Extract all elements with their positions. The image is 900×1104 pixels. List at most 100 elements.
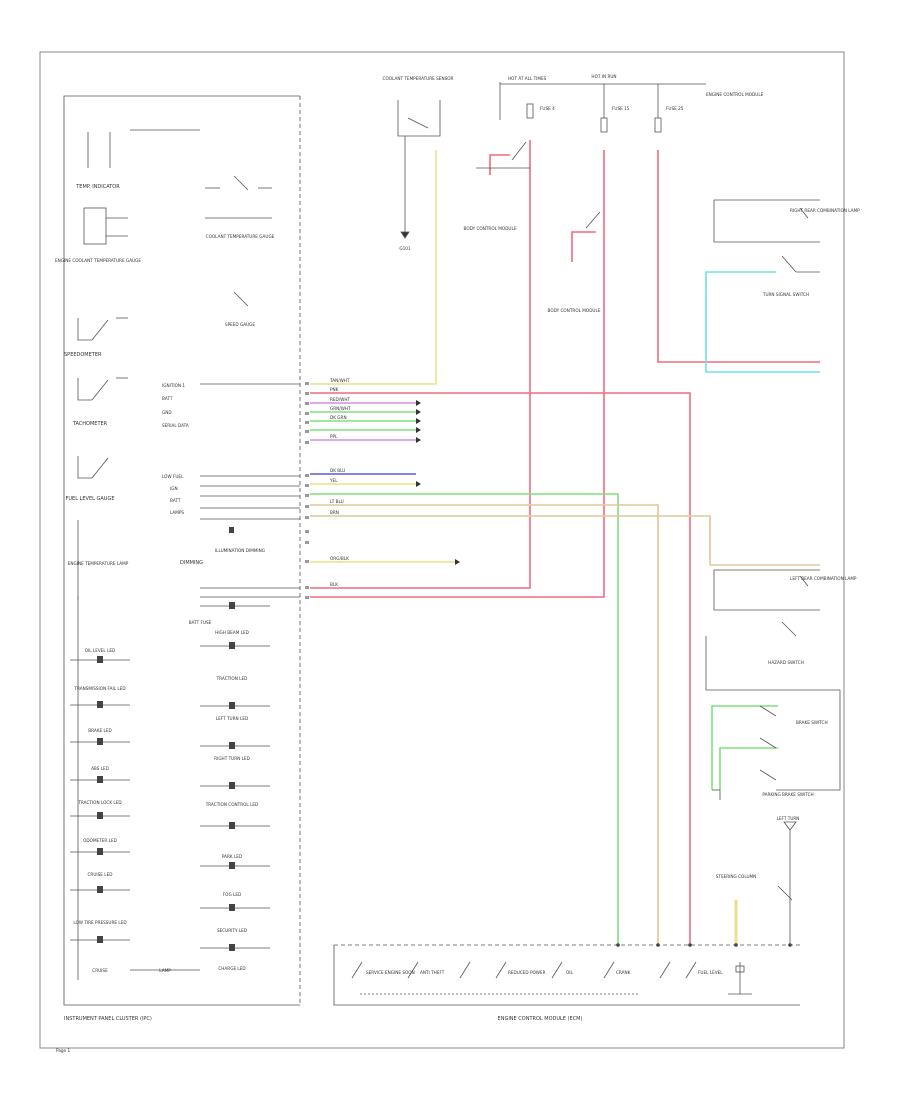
- input-label-2: BATT: [162, 396, 173, 401]
- lamp-left-6: ODOMETER LED: [83, 838, 117, 843]
- terminal-dots: [616, 943, 792, 947]
- ecm-input-5: CRANK: [616, 970, 631, 975]
- sensor-title: COOLANT TEMPERATURE SENSOR: [383, 76, 454, 81]
- led-markers: [97, 527, 235, 951]
- switch-label-2: HAZARD SWITCH: [768, 660, 804, 665]
- lamp-right-6: PARK LED: [222, 854, 242, 859]
- ipc-title: INSTRUMENT PANEL CLUSTER (IPC): [64, 1016, 152, 1022]
- input-label-5: LOW FUEL: [162, 474, 184, 479]
- tag-pnk: PNK: [330, 387, 339, 392]
- input-label-7: BATT: [170, 498, 181, 503]
- rear-lamp-2: LEFT REAR COMBINATION LAMP: [790, 576, 857, 581]
- batt-fuse-label: BATT FUSE: [189, 620, 212, 625]
- lamp-right-8: SECURITY LED: [217, 928, 247, 933]
- dimming-label: DIMMING: [180, 560, 203, 566]
- ecm-box: [333, 944, 800, 1006]
- colored-wires: [310, 140, 820, 945]
- tag-ppl: PPL: [330, 434, 338, 439]
- input-label-3: GND: [162, 410, 172, 415]
- lamp-left-7: CRUISE LED: [88, 872, 113, 877]
- wire-tan-wht: [310, 150, 437, 385]
- right-labels: RIGHT REAR COMBINATION LAMP LEFT REAR CO…: [716, 208, 860, 879]
- wire-dk-grn: [310, 493, 619, 945]
- wire-pnk-top: [489, 154, 510, 175]
- tag-brn: BRN: [330, 510, 339, 515]
- gauge-label-2: ENGINE COOLANT TEMPERATURE GAUGE: [55, 258, 141, 263]
- lamp-left-2: TRANSMISSION FAIL LED: [73, 686, 125, 691]
- gauge-label-3: SPEEDOMETER: [64, 352, 102, 358]
- ecm-input-2: ANTI THEFT: [420, 970, 445, 975]
- ipc-cluster: [63, 95, 301, 1006]
- tag-red-wht: RED/WHT: [330, 397, 350, 402]
- ecm-input-3: REDUCED POWER: [508, 970, 546, 975]
- wire-pnk-main: [310, 392, 691, 945]
- gauge-label-4: TACHOMETER: [72, 421, 108, 427]
- module-label-2: BODY CONTROL MODULE: [548, 308, 601, 313]
- top-section: [397, 82, 706, 239]
- ecm-input-6: FUEL LEVEL: [698, 970, 723, 975]
- ecm-title: ENGINE CONTROL MODULE (ECM): [498, 1016, 583, 1022]
- ecm-input-4: OIL: [566, 970, 574, 975]
- wire-pnk-batt: [310, 140, 531, 589]
- right-item-2: SPEED GAUGE: [225, 322, 255, 327]
- switch-label-4: PARKING BRAKE SWITCH: [762, 792, 813, 797]
- outer-frame: [39, 51, 845, 1049]
- fuse-label-2: FUSE 15: [612, 106, 630, 111]
- input-label-1: IGNITION 1: [162, 383, 185, 388]
- wire-lt-blu: [705, 271, 820, 373]
- top-labels: COOLANT TEMPERATURE SENSOR G101 HOT AT A…: [383, 74, 764, 313]
- tag-org-blk: ORG/BLK: [330, 556, 349, 561]
- wire-grn-switch: [719, 747, 778, 790]
- tag-grn-wht: GRN/WHT: [330, 406, 351, 411]
- bottom-label-2: STEERING COLUMN: [716, 874, 757, 879]
- wire-tan: [310, 504, 659, 945]
- rear-lamp-1: RIGHT REAR COMBINATION LAMP: [790, 208, 860, 213]
- lamp-left-4: ABS LED: [91, 766, 109, 771]
- bottom-label-1: LEFT TURN: [777, 816, 800, 821]
- lamp-left-3: BRAKE LED: [88, 728, 111, 733]
- fuse-label-1: FUSE 4: [540, 106, 555, 111]
- page-footer: Page 1: [56, 1048, 70, 1053]
- input-label-6: IGN: [170, 486, 178, 491]
- tag-blk: BLK: [330, 582, 338, 587]
- input-label-4: SERIAL DATA: [162, 423, 189, 428]
- input-label-8: LAMPS: [170, 510, 184, 515]
- wire-pnk-rear: [657, 150, 820, 363]
- tag-lt-blu: LT BLU: [330, 499, 344, 504]
- illumination-label: ILLUMINATION DIMMING: [215, 548, 265, 553]
- fuse-label-3: FUSE 25: [666, 106, 684, 111]
- lamp-left-8: LOW TIRE PRESSURE LED: [73, 920, 126, 925]
- wire-tags: TAN/WHT PNK RED/WHT GRN/WHT DK GRN PPL D…: [329, 378, 351, 587]
- tag-dk-blu: DK BLU: [330, 468, 345, 473]
- tag-yel: YEL: [329, 478, 338, 483]
- fuse-block-left: HOT AT ALL TIMES: [508, 76, 547, 81]
- wire-pnk-module: [571, 231, 596, 262]
- wire-pnk-ign: [310, 150, 605, 598]
- lamp-right-2: TRACTION LED: [216, 676, 248, 681]
- right-item-1: COOLANT TEMPERATURE GAUGE: [206, 234, 275, 239]
- connector-pins: [305, 382, 309, 599]
- lamp-right-5: TRACTION CONTROL LED: [205, 802, 259, 807]
- module-label-1: BODY CONTROL MODULE: [464, 226, 517, 231]
- switch-label-3: BRAKE SWITCH: [796, 720, 828, 725]
- ecm-note: ENGINE CONTROL MODULE: [706, 92, 764, 97]
- harness-arrows: [416, 400, 460, 565]
- ipc-outline: [63, 95, 300, 1006]
- lamp-left-1: OIL LEVEL LED: [85, 648, 116, 653]
- lamp-right-4: RIGHT TURN LED: [214, 756, 250, 761]
- wire-grn-switch-2: [711, 705, 778, 790]
- gauge-label-6: ENGINE TEMPERATURE LAMP: [68, 561, 129, 566]
- lamp-left-9: CRUISE: [92, 968, 108, 973]
- ground-label: G101: [399, 246, 411, 251]
- gauge-label-1: TEMP. INDICATOR: [75, 184, 120, 190]
- lamp-right-9: CHARGE LED: [218, 966, 245, 971]
- ecm-input-1: SERVICE ENGINE SOON: [366, 970, 415, 975]
- ipc-labels: TEMP. INDICATOR ENGINE COOLANT TEMPERATU…: [55, 184, 275, 1022]
- gauge-label-5: FUEL LEVEL GAUGE: [66, 496, 115, 502]
- right-section: [705, 199, 841, 945]
- tag-tan-wht: TAN/WHT: [329, 378, 350, 383]
- ecm-labels: SERVICE ENGINE SOON ANTI THEFT REDUCED P…: [366, 970, 723, 1022]
- lamp-bottom: LAMP: [159, 968, 171, 973]
